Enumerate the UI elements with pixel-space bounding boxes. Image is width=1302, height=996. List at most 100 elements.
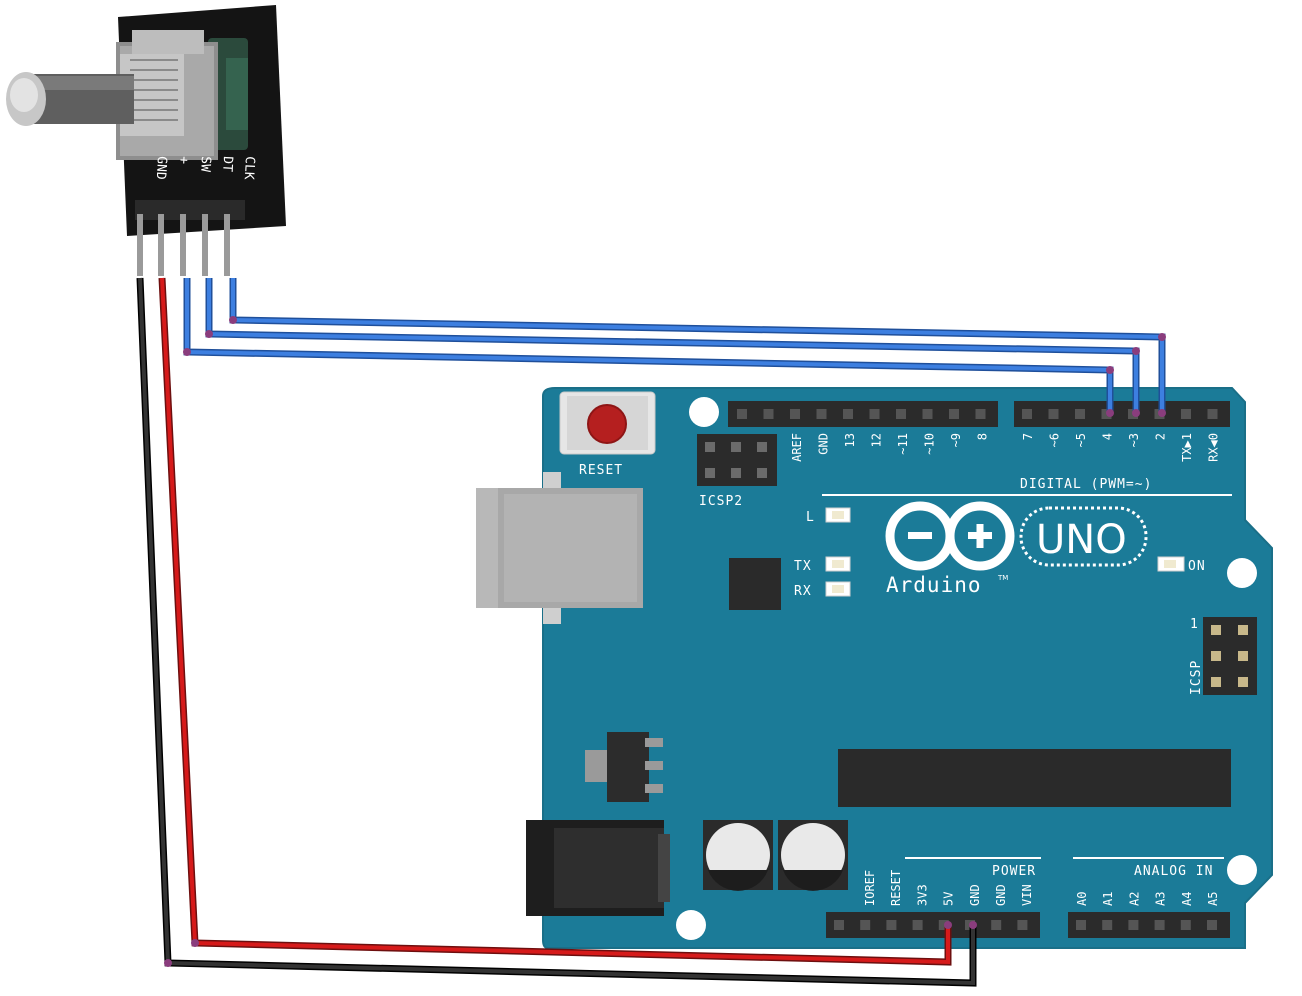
capacitor xyxy=(778,820,848,891)
encoder-pin-label: GND xyxy=(153,156,169,180)
header-pin xyxy=(1075,409,1085,419)
encoder-shaft xyxy=(6,72,134,126)
header-pin xyxy=(1022,409,1032,419)
pin-label: GND xyxy=(968,884,982,906)
power-pin-labels: IOREF RESET 3V3 5V GND GND VIN xyxy=(863,870,1034,906)
encoder-header xyxy=(135,200,245,276)
pin-label: ~6 xyxy=(1048,433,1062,447)
analog-header xyxy=(1068,912,1230,938)
encoder-pin-label: SW xyxy=(197,156,213,173)
led-on-label: ON xyxy=(1188,559,1206,574)
pin-label: ~11 xyxy=(896,433,910,455)
header-pin xyxy=(886,920,897,930)
header-pin xyxy=(991,920,1002,930)
header-pin xyxy=(949,409,959,419)
pin-label: GND xyxy=(994,884,1008,906)
header-pin xyxy=(1181,409,1191,419)
header-pin xyxy=(938,920,949,930)
power-header xyxy=(826,912,1040,938)
pin-label: VIN xyxy=(1020,884,1034,906)
led-rx-label: RX xyxy=(794,584,812,599)
microcontroller-chip xyxy=(838,749,1231,807)
arduino-logo-tm: TM xyxy=(997,574,1008,582)
header-pin xyxy=(860,920,871,930)
pin-label: ~5 xyxy=(1074,433,1088,447)
header-pin xyxy=(975,409,986,419)
header-pin xyxy=(1128,920,1139,930)
header-pin xyxy=(737,409,747,419)
pin-label: 5V xyxy=(942,892,956,906)
led-l-label: L xyxy=(806,510,815,525)
digital-header-left xyxy=(728,401,998,427)
digital-label: DIGITAL (PWM=~) xyxy=(1020,477,1152,492)
pin-label: TX▶1 xyxy=(1180,433,1194,462)
mounting-hole xyxy=(1227,855,1257,885)
pin-label: ~10 xyxy=(923,433,937,455)
power-label: POWER xyxy=(992,864,1036,879)
header-pin xyxy=(1102,920,1113,930)
pin-label: 7 xyxy=(1021,433,1035,440)
header-pin xyxy=(1154,920,1165,930)
header-pin xyxy=(1207,920,1217,930)
header-pin xyxy=(1180,920,1191,930)
voltage-regulator xyxy=(585,732,663,802)
reset-button[interactable] xyxy=(559,391,656,455)
analog-label: ANALOG IN xyxy=(1134,864,1213,879)
header-pin xyxy=(912,920,923,930)
header-pin xyxy=(1017,920,1028,930)
led-on xyxy=(1157,556,1185,572)
arduino-uno-board: RESET ICSP2 xyxy=(476,387,1273,949)
icsp-pin1-label: 1 xyxy=(1190,617,1199,632)
pin-label: A3 xyxy=(1154,892,1168,906)
pin-label: ~9 xyxy=(949,433,963,447)
header-pin xyxy=(843,409,853,419)
pin-label: A4 xyxy=(1180,892,1194,906)
header-pin xyxy=(869,409,880,419)
pin-label: A1 xyxy=(1101,892,1115,906)
header-pin xyxy=(1048,409,1059,419)
header-pin xyxy=(1207,409,1218,419)
header-pin xyxy=(763,409,774,419)
pin-label: IOREF xyxy=(863,870,877,906)
pin-label: 3V3 xyxy=(915,884,929,906)
pin-label: 13 xyxy=(843,433,857,447)
pin-label: AREF xyxy=(790,433,804,462)
encoder-pin-label: + xyxy=(176,156,191,165)
pin-label: A0 xyxy=(1075,892,1089,906)
led-rx xyxy=(825,581,851,597)
wires xyxy=(136,277,1166,987)
icsp-label: ICSP xyxy=(1189,660,1204,695)
icsp-header xyxy=(1203,617,1257,695)
pin-label: ~3 xyxy=(1127,433,1141,447)
pin-label: RESET xyxy=(889,870,903,906)
encoder-body xyxy=(116,30,248,160)
arduino-logo-text: Arduino xyxy=(886,573,982,597)
encoder-pin-label: DT xyxy=(219,156,235,173)
header-pin xyxy=(834,920,844,930)
header-pin xyxy=(1076,920,1086,930)
uno-badge xyxy=(1019,506,1148,567)
header-pin xyxy=(896,409,906,419)
digital-header-right xyxy=(1014,401,1230,427)
led-l xyxy=(825,507,851,523)
reset-label: RESET xyxy=(579,463,623,478)
usb-interface-chip xyxy=(729,558,781,610)
header-pin xyxy=(816,409,827,419)
led-tx xyxy=(825,556,851,572)
pin-label: GND xyxy=(817,433,831,455)
mounting-hole xyxy=(689,397,719,427)
pin-label: 8 xyxy=(976,433,990,440)
board-outline xyxy=(542,387,1273,949)
usb-connector xyxy=(476,472,643,624)
header-pin xyxy=(922,409,933,419)
icsp2-header xyxy=(697,434,777,486)
icsp2-label: ICSP2 xyxy=(699,494,743,509)
capacitor xyxy=(703,820,773,891)
wire-junctions xyxy=(164,316,1166,967)
mounting-hole xyxy=(1227,558,1257,588)
mounting-hole xyxy=(676,910,706,940)
